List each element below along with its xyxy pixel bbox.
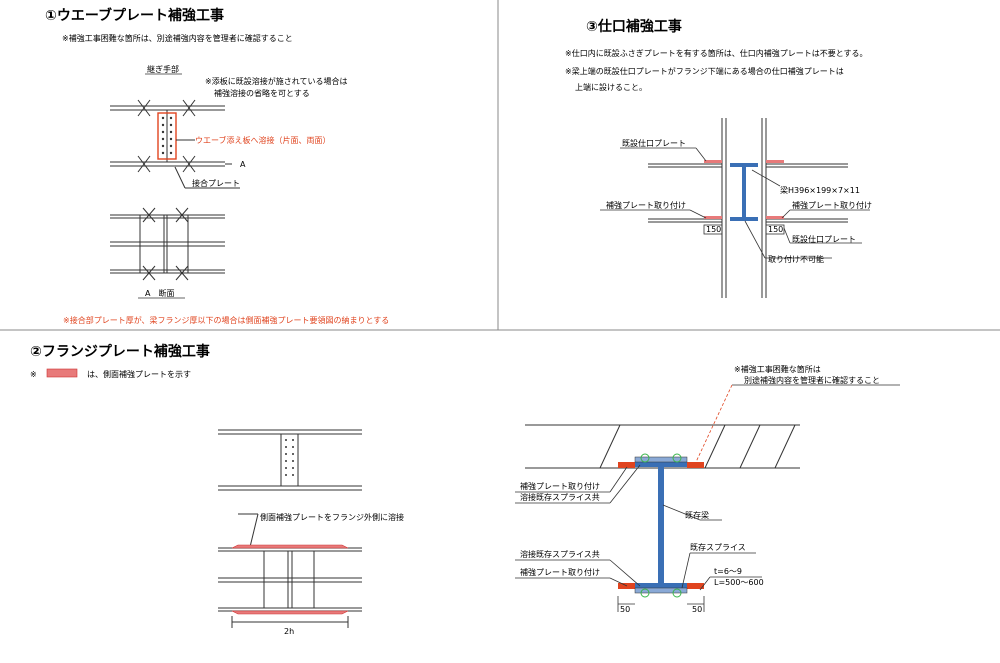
dim-left: 150	[706, 225, 721, 234]
section3-note-2: ※梁上端の既設仕口プレートがフランジ下端にある場合の仕口補強プレートは	[565, 66, 844, 76]
existing-splice-label: 既存スプライス	[690, 542, 746, 552]
flange-bolt-holes	[285, 439, 294, 476]
top-plate-label: 補強プレート取り付け	[520, 481, 600, 491]
section-a-view	[110, 207, 225, 281]
section1-title: ①ウエーブプレート補強工事	[45, 7, 224, 24]
splice-bolts	[640, 453, 682, 598]
beam-h-section	[730, 163, 758, 221]
section3-leaders	[600, 147, 870, 259]
section2-title: ②フランジプレート補強工事	[30, 343, 210, 360]
joint-detail-elevation	[110, 99, 240, 189]
beam-leaders	[515, 384, 900, 612]
legend-mark: ※	[30, 370, 37, 379]
top-weld-label: 溶接既存スプライス共	[520, 492, 600, 502]
section1-bottom-note: ※接合部プレート厚が、梁フランジ厚以下の場合は側面補強プレート要領図の納まりとす…	[63, 315, 389, 325]
side-weld-label: 側面補強プレートをフランジ外側に溶接	[260, 512, 404, 522]
existing-beam-label: 既存梁	[685, 510, 709, 520]
legend-swatch	[46, 368, 78, 378]
column-joint-detail	[648, 118, 848, 298]
reinforcement-plates	[704, 160, 784, 219]
section-mark-a: A	[240, 160, 246, 169]
plate-right-label: 補強プレート取り付け	[792, 200, 872, 210]
weld-note-2: 補強溶接の省略を可とする	[214, 88, 310, 98]
bottom-plate-label: 補強プレート取り付け	[520, 567, 600, 577]
flange-plate-elevation	[218, 429, 362, 628]
existing-beam	[635, 462, 687, 588]
section3-title: ③仕口補強工事	[586, 18, 682, 35]
bottom-weld-label: 溶接既存スプライス共	[520, 549, 600, 559]
plate-left-label: 補強プレート取り付け	[606, 200, 686, 210]
section2-note-2: 別途補強内容を管理者に確認すること	[744, 375, 880, 385]
side-plates	[231, 544, 349, 615]
dim-2h: 2h	[284, 627, 294, 636]
dim-50-right: 50	[692, 605, 702, 614]
section1-note: ※補強工事困難な箇所は、別途補強内容を管理者に確認すること	[62, 33, 293, 43]
existing-plate-bottom-label: 既設仕口プレート	[792, 234, 856, 244]
weld-note-1: ※添板に既設溶接が施されている場合は	[205, 76, 347, 86]
dim-50-left: 50	[620, 605, 630, 614]
bolt-holes	[161, 116, 173, 155]
section3-note-1: ※仕口内に既設ふさぎプレートを有する箇所は、仕口内補強プレートは不要とする。	[565, 48, 867, 58]
legend-text: は、側面補強プレートを示す	[87, 369, 191, 379]
thickness-label: t=6～9	[714, 567, 742, 576]
web-weld-label: ウエーブ添え板へ溶接（片面、両面）	[195, 135, 331, 145]
splice-plate-label: 接合プレート	[192, 178, 240, 188]
existing-plate-top-label: 既設仕口プレート	[622, 138, 686, 148]
beam-spec-label: 梁H396×199×7×11	[780, 186, 860, 195]
section2-note-1: ※補強工事困難な箇所は	[734, 364, 821, 374]
section3-note-3: 上端に設けること。	[575, 82, 647, 92]
section-a-label: A 断面	[145, 288, 174, 298]
length-label: L=500～600	[714, 578, 764, 587]
not-possible-label: 取り付け不可能	[768, 254, 824, 264]
joint-label: 継ぎ手部	[147, 64, 179, 74]
dim-right: 150	[768, 225, 783, 234]
